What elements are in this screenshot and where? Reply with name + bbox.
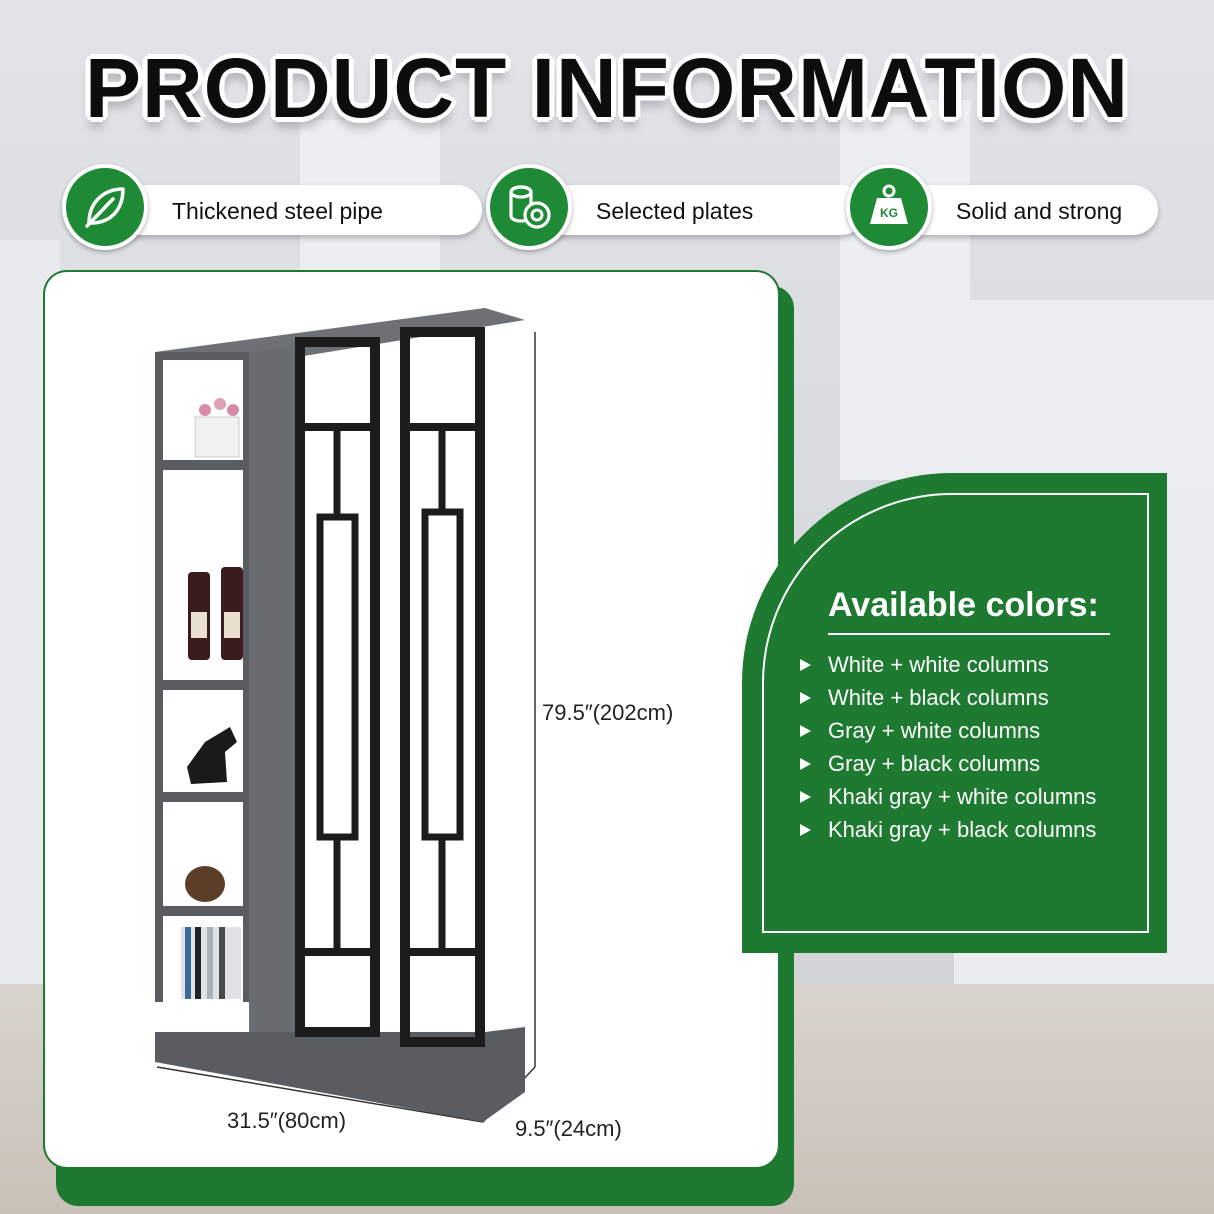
list-item: Khaki gray + black columns — [800, 813, 1096, 846]
bullet-arrow-icon — [800, 823, 811, 836]
feature-label: Selected plates — [596, 197, 754, 224]
bullet-arrow-icon — [800, 790, 811, 803]
list-item: White + white columns — [800, 648, 1096, 681]
feature-selected-plates: Selected plates — [486, 164, 866, 250]
list-item: Gray + black columns — [800, 747, 1096, 780]
page-title: PRODUCT INFORMATION — [84, 41, 1130, 135]
width-dimension: 31.5″(80cm) — [227, 1108, 347, 1133]
svg-text:KG: KG — [880, 206, 898, 220]
feature-label: Thickened steel pipe — [172, 197, 383, 224]
colors-list: White + white columns White + black colu… — [800, 648, 1096, 846]
colors-card — [742, 473, 1167, 953]
list-item: Khaki gray + white columns — [800, 780, 1096, 813]
height-dimension: 79.5″(202cm) — [542, 700, 674, 725]
depth-dimension: 9.5″(24cm) — [515, 1116, 622, 1141]
list-item: White + black columns — [800, 681, 1096, 714]
list-item: Gray + white columns — [800, 714, 1096, 747]
feature-solid-strong: KG Solid and strong — [846, 164, 1158, 250]
room-divider-illustration — [155, 308, 536, 1123]
leaf-icon — [62, 164, 148, 250]
product-image-card — [45, 272, 778, 1167]
weight-icon: KG — [846, 164, 932, 250]
pipes-icon — [486, 164, 572, 250]
colors-divider — [828, 633, 1110, 635]
feature-steel-pipe: Thickened steel pipe — [62, 164, 482, 250]
feature-label: Solid and strong — [956, 197, 1123, 224]
bullet-arrow-icon — [800, 691, 811, 704]
bullet-arrow-icon — [800, 757, 811, 770]
bullet-arrow-icon — [800, 658, 811, 671]
colors-title: Available colors: — [828, 586, 1099, 624]
bullet-arrow-icon — [800, 724, 811, 737]
